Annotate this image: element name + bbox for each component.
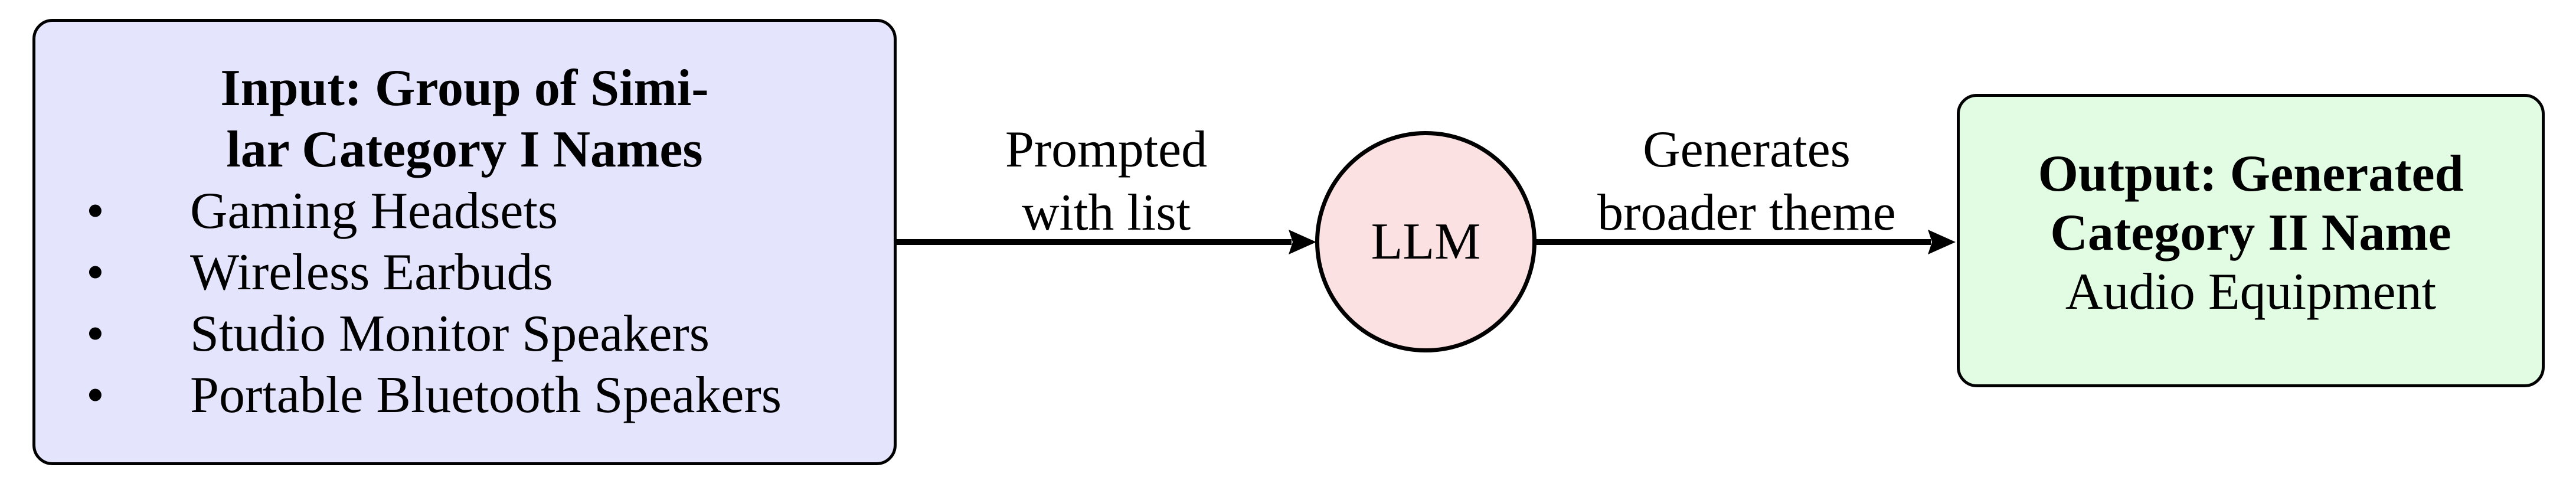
output-box: Output: Generated Category II Name Audio… [1957, 94, 2545, 387]
llm-node: LLM [1315, 131, 1537, 352]
list-item-label: Wireless Earbuds [190, 244, 553, 301]
arrow2-label-line2: broader theme [1597, 184, 1896, 241]
input-box: Input: Group of Simi- lar Category I Nam… [32, 19, 897, 465]
output-box-title-line2: Category II Name [2050, 204, 2451, 262]
bullet-icon: • [86, 244, 104, 301]
arrow2-arrowhead-icon [1928, 230, 1956, 254]
arrow1-label-line2: with list [1021, 184, 1191, 241]
arrow2-label: Generates broader theme [1522, 118, 1971, 244]
arrow1-arrowhead-icon [1289, 230, 1316, 254]
bullet-icon: • [86, 182, 104, 240]
bullet-icon: • [86, 367, 104, 424]
list-item-label: Studio Monitor Speakers [190, 305, 710, 362]
llm-node-label: LLM [1371, 213, 1481, 270]
arrow2-label-line1: Generates [1643, 121, 1851, 178]
bullet-icon: • [86, 305, 104, 362]
input-box-title-line1: Input: Group of Simi- [220, 60, 709, 117]
arrow1-label: Prompted with list [900, 118, 1313, 244]
input-box-title-line2: lar Category I Names [226, 121, 703, 178]
output-box-title-line1: Output: Generated [2038, 145, 2464, 202]
list-item: • Wireless Earbuds [35, 242, 894, 303]
arrow1-label-line1: Prompted [1005, 121, 1208, 178]
list-item-label: Gaming Headsets [190, 182, 558, 240]
list-item: • Portable Bluetooth Speakers [35, 365, 894, 426]
list-item-label: Portable Bluetooth Speakers [190, 367, 782, 424]
list-item: • Gaming Headsets [35, 181, 894, 242]
input-category-list: • Gaming Headsets • Wireless Earbuds • S… [35, 181, 894, 426]
list-item: • Studio Monitor Speakers [35, 303, 894, 365]
output-box-value: Audio Equipment [2065, 263, 2437, 321]
